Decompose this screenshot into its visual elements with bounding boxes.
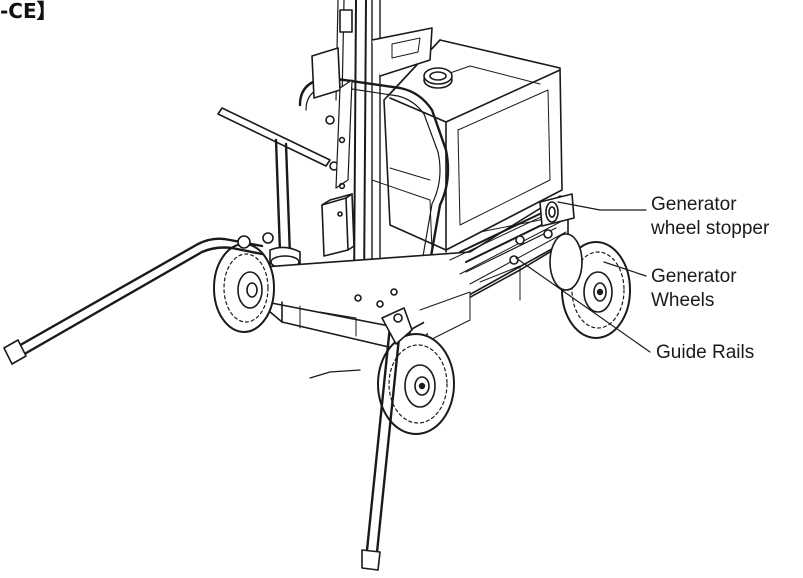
label-generator-wheels-line2: Wheels (651, 290, 715, 311)
label-generator-wheels-line1: Generator (651, 266, 737, 287)
leader-guide-rails (515, 257, 651, 353)
leader-lines (515, 201, 651, 353)
generator-wheel-rear (549, 233, 583, 291)
leader-wheel-stopper (557, 201, 647, 211)
outrigger-left (3, 232, 274, 365)
label-guide-rails: Guide Rails (656, 342, 755, 363)
guide-rails (459, 209, 557, 273)
wheel-front (377, 333, 455, 435)
label-wheel-stopper-line1: Generator (651, 194, 737, 215)
section-header-fragment: -CE】 (0, 0, 57, 23)
generator-wheel-stopper (539, 193, 575, 227)
label-wheel-stopper-line2: wheel stopper (651, 218, 770, 239)
mast (311, 0, 433, 293)
outrigger-right (309, 369, 361, 379)
leader-generator-wheels (603, 261, 647, 277)
wheel-left (213, 243, 275, 333)
generator-body (298, 39, 563, 264)
outrigger-front (361, 307, 413, 571)
